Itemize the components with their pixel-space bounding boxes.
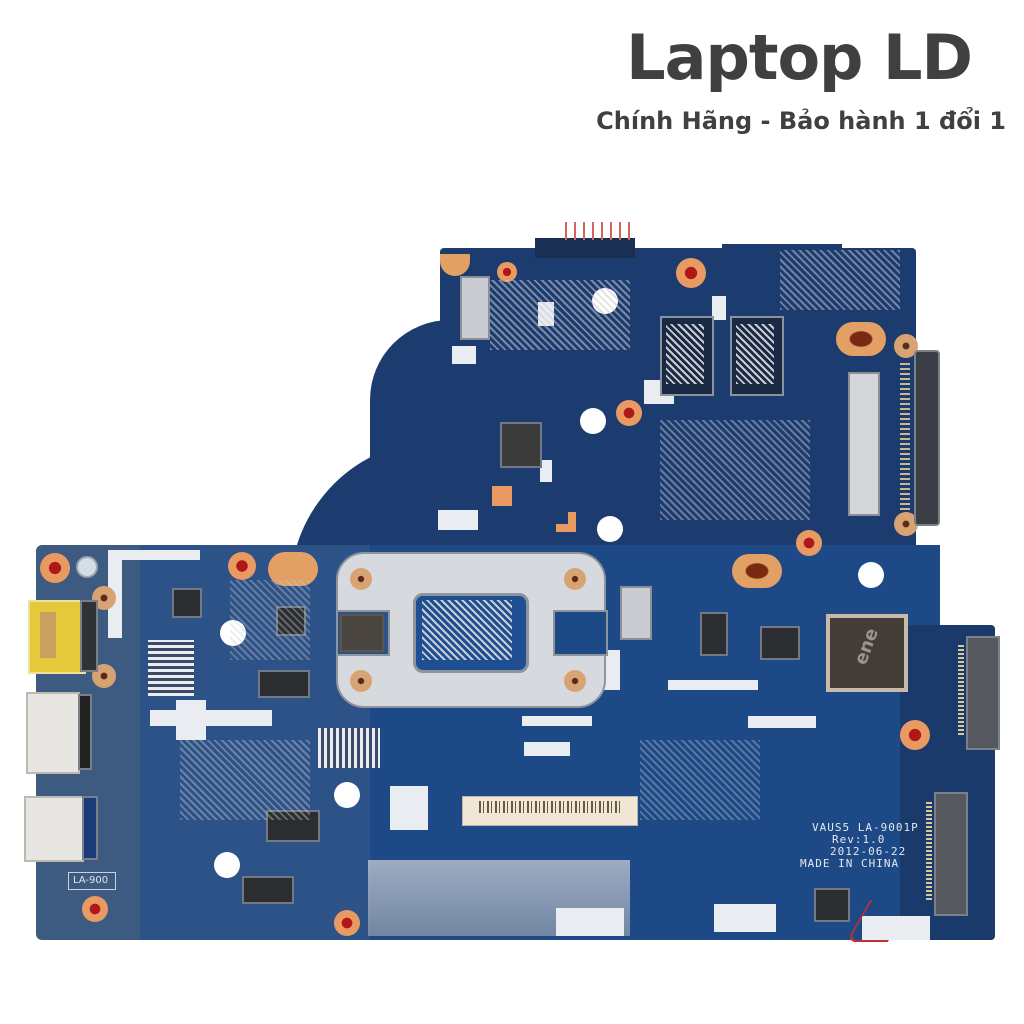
- board-model-silkscreen: VAUS5 LA-9001P: [812, 821, 919, 834]
- usb-port-pins: [78, 694, 92, 770]
- silkscreen-patch: [452, 346, 476, 364]
- sub-board-label: LA-900: [68, 872, 116, 890]
- smd-components: [660, 420, 810, 520]
- dc-jack-pins: [80, 600, 98, 672]
- bracket-cutout-right: [553, 610, 608, 656]
- mounting-hole: [900, 720, 930, 750]
- sata-connector: [914, 350, 940, 526]
- silkscreen-patch: [748, 716, 816, 728]
- battery-connector-pins: [565, 222, 631, 240]
- usb-port-pins: [82, 796, 98, 860]
- sata-pins: [900, 360, 910, 510]
- ic-chip: [760, 626, 800, 660]
- silkscreen-patch: [108, 550, 200, 560]
- edge-notch: [440, 254, 470, 276]
- ram-pins: [736, 324, 774, 384]
- silkscreen-patch: [522, 716, 592, 726]
- mounting-hole: [82, 896, 108, 922]
- flex-connector: [460, 276, 490, 340]
- through-hole: [580, 408, 606, 434]
- ic-chip: [814, 888, 850, 922]
- sub-board-label-text: LA-900: [73, 875, 109, 886]
- smd-components: [780, 250, 900, 310]
- mosfet: [340, 614, 384, 652]
- slotted-mounting-hole: [268, 552, 318, 586]
- ic-chip: [700, 612, 728, 656]
- usb-port: [26, 692, 80, 774]
- mini-pcie-slot: [934, 792, 968, 916]
- silkscreen-patch: [438, 510, 478, 530]
- silkscreen-patch: [714, 904, 776, 932]
- slotted-mounting-hole: [836, 322, 886, 356]
- barcode: [479, 801, 623, 813]
- mounting-hole: [676, 258, 706, 288]
- ic-chip: [276, 606, 306, 636]
- silkscreen-patch: [712, 296, 726, 320]
- smd-components: [490, 280, 630, 350]
- brand-title: Laptop LD: [626, 21, 973, 94]
- mounting-hole: [616, 400, 642, 426]
- silkscreen-patch: [524, 742, 570, 756]
- through-hole: [214, 852, 240, 878]
- ram-pins: [666, 324, 704, 384]
- mini-pcie-slot: [966, 636, 1000, 750]
- mounting-hole: [796, 530, 822, 556]
- smd-components: [640, 740, 760, 820]
- usb-port: [24, 796, 84, 862]
- barcode-sticker: [462, 796, 638, 826]
- mounting-hole: [228, 552, 256, 580]
- silkscreen-patch: [176, 700, 206, 740]
- warranty-tagline: Chính Hãng - Bảo hành 1 đổi 1: [596, 107, 1006, 135]
- through-hole: [334, 782, 360, 808]
- pcb-curve-section-2: [370, 320, 460, 460]
- dc-power-jack: [28, 600, 86, 674]
- ic-chip: [500, 422, 542, 468]
- heatsink-screw: [564, 670, 586, 692]
- smd-components: [230, 580, 310, 660]
- silkscreen-patch: [150, 710, 272, 726]
- mounting-hole: [334, 910, 360, 936]
- slot-contacts: [926, 800, 932, 900]
- ec-controller-chip: ene: [826, 614, 908, 692]
- shop-caption: Laptop LD Chính Hãng - Bảo hành 1 đổi 1: [596, 21, 1006, 136]
- orange-marker: [492, 486, 512, 506]
- ic-chip: [258, 670, 310, 698]
- through-hole: [76, 556, 98, 578]
- through-hole: [220, 620, 246, 646]
- board-origin-silkscreen: MADE IN CHINA: [800, 857, 900, 870]
- heatsink-screw: [350, 568, 372, 590]
- smd-components: [180, 740, 310, 820]
- flex-connector: [848, 372, 880, 516]
- ene-logo: ene: [850, 625, 883, 668]
- silkscreen-patch: [390, 786, 428, 830]
- heatsink-screw: [564, 568, 586, 590]
- through-hole: [858, 562, 884, 588]
- silkscreen-patch: [556, 908, 624, 936]
- heatsink-screw: [350, 670, 372, 692]
- through-hole: [597, 516, 623, 542]
- ic-chip: [266, 810, 320, 842]
- silkscreen-patch: [540, 460, 552, 482]
- silkscreen-patch: [668, 680, 758, 690]
- flex-connector: [148, 640, 194, 696]
- board-date-silkscreen: 2012-06-22: [830, 845, 907, 858]
- dc-jack-contact: [40, 612, 56, 658]
- pcb-top-tab-right: [722, 244, 842, 254]
- mounting-hole: [497, 262, 517, 282]
- ic-chip: [242, 876, 294, 904]
- silkscreen-patch: [862, 916, 930, 940]
- flex-connector: [318, 728, 380, 768]
- slotted-mounting-hole: [732, 554, 782, 588]
- ic-chip: [172, 588, 202, 618]
- flex-connector: [620, 586, 652, 640]
- board-rev-silkscreen: Rev:1.0: [832, 833, 886, 846]
- cpu-socket-components: [422, 600, 512, 660]
- pcb-top-tab: [535, 238, 635, 258]
- slot-contacts: [958, 645, 964, 735]
- mounting-hole: [40, 553, 70, 583]
